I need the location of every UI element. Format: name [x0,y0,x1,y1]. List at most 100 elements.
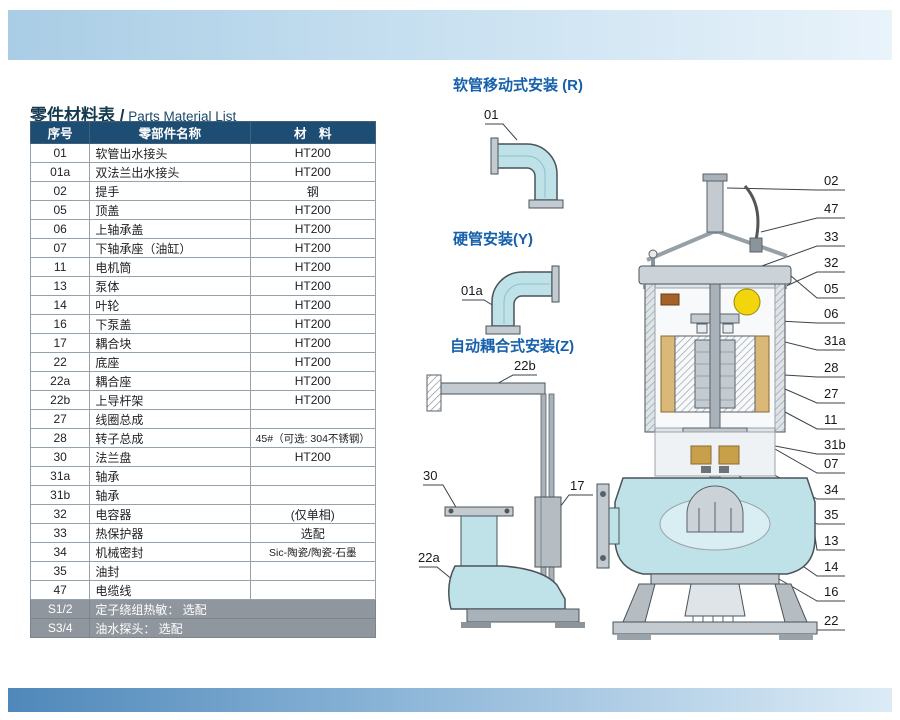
label-30: 30 [423,468,438,483]
cell-material [249,485,376,505]
cell-material: HT200 [249,371,376,391]
cell-no: 13 [29,276,91,296]
install-hose-title: 软管移动式安装 (R) [453,77,583,94]
cell-part-name: 软管出水接头 [89,143,251,163]
cell-part-name: 下泵盖 [89,314,251,334]
cell-no: 01 [29,143,91,163]
pump-callout-35: 35 [824,507,839,522]
cell-note-text: 油水探头： 选配 [89,618,376,638]
pump-callout-07: 07 [824,456,839,471]
pump-callout-28: 28 [824,360,839,375]
pump-callout-33: 33 [824,229,839,244]
cell-material: HT200 [249,238,376,258]
cell-part-name: 热保护器 [89,523,251,543]
cell-no: 07 [29,238,91,258]
cell-material: Sic-陶瓷/陶瓷-石墨 [249,542,376,562]
page-title-en: Parts Material List [124,109,237,124]
cell-part-name: 电机筒 [89,257,251,277]
cell-material: HT200 [249,200,376,220]
page-title-zh: 零件材料表 / [30,106,125,125]
pump-callout-02: 02 [824,173,839,188]
cell-no: S3/4 [29,618,91,638]
header-part-name: 零部件名称 [89,121,251,144]
cell-material: HT200 [249,333,376,353]
cell-material: HT200 [249,314,376,334]
header-no: 序号 [29,121,91,144]
label-22b: 22b [514,358,536,373]
cell-no: 16 [29,314,91,334]
pump-cross-section-diagram [596,173,845,640]
cell-part-name: 耦合块 [89,333,251,353]
cell-material [249,409,376,429]
cell-part-name: 法兰盘 [89,447,251,467]
cell-note-text: 定子绕组热敏： 选配 [89,599,376,619]
cell-no: 22a [29,371,91,391]
top-decoration-band [8,10,892,60]
cell-part-name: 转子总成 [89,428,251,448]
cell-part-name: 电容器 [89,504,251,524]
pump-callout-14: 14 [824,559,839,574]
cell-part-name: 上轴承盖 [89,219,251,239]
pump-callout-32: 32 [824,255,839,270]
cell-part-name: 双法兰出水接头 [89,162,251,182]
cell-no: S1/2 [29,599,91,619]
pump-callout-27: 27 [824,386,839,401]
cell-material: HT200 [249,257,376,277]
cell-material: HT200 [249,219,376,239]
bottom-decoration-band [8,688,892,712]
cell-material [249,561,376,581]
hose-elbow-drawing [485,123,564,209]
cell-part-name: 轴承 [89,485,251,505]
cell-part-name: 耦合座 [89,371,251,391]
page-title: 零件材料表 / Parts Material List [30,92,236,129]
rigid-elbow-drawing [462,265,560,335]
cell-material: HT200 [249,295,376,315]
cell-part-name: 底座 [89,352,251,372]
cell-part-name: 提手 [89,181,251,201]
cell-material: HT200 [249,143,376,163]
cell-no: 11 [29,257,91,277]
cell-no: 22b [29,390,91,410]
label-22a: 22a [418,550,440,565]
auto-coupling-drawing [419,374,593,628]
install-rigid-title: 硬管安装(Y) [453,231,533,248]
cell-material: HT200 [249,276,376,296]
cell-material: HT200 [249,447,376,467]
cell-no: 31b [29,485,91,505]
cell-material: 选配 [249,523,376,543]
cell-part-name: 叶轮 [89,295,251,315]
cell-part-name: 油封 [89,561,251,581]
cell-no: 34 [29,542,91,562]
cell-no: 35 [29,561,91,581]
pump-callout-31a: 31a [824,333,846,348]
cell-material: HT200 [249,352,376,372]
cell-material [249,580,376,600]
cell-no: 33 [29,523,91,543]
cell-material: 45#（可选: 304不锈钢） [249,428,376,448]
pump-callout-13: 13 [824,533,839,548]
pump-callout-34: 34 [824,482,839,497]
pump-callout-47: 47 [824,201,839,216]
pump-callout-05: 05 [824,281,839,296]
cell-part-name: 线圈总成 [89,409,251,429]
